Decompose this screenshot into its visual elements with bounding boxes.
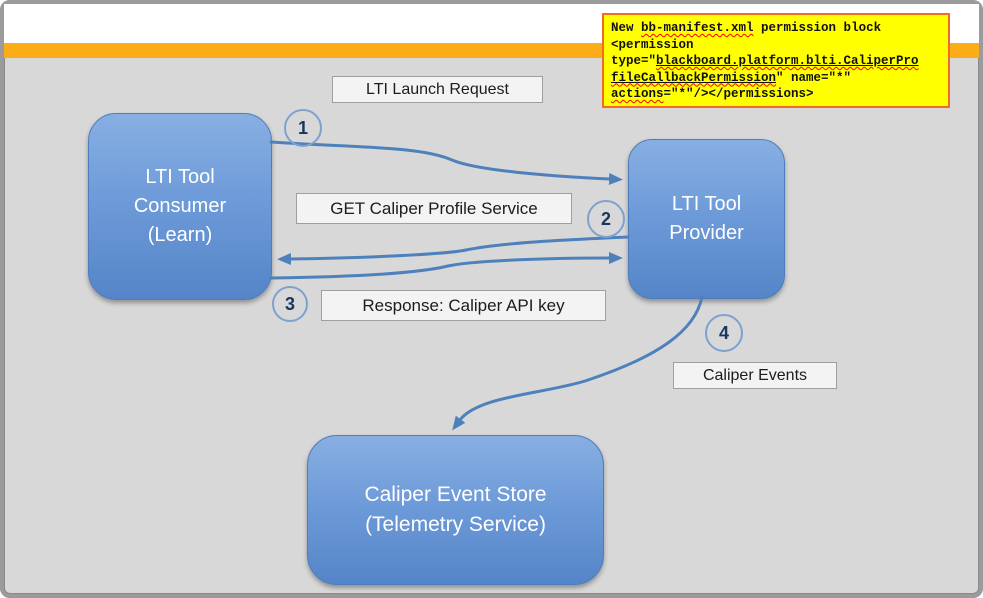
- node-label-line: LTI Tool: [671, 193, 742, 215]
- step-number-2: 2: [587, 200, 625, 238]
- node-lti-tool-provider: LTI Tool Provider: [628, 139, 785, 299]
- node-label-line: LTI Tool: [145, 166, 215, 188]
- node-label-line: (Learn): [147, 224, 213, 246]
- note-code-line: actions="*"/></permissions>: [611, 87, 814, 101]
- node-label-line: Caliper Event Store: [364, 483, 547, 506]
- arrow-3-response-api-key: [277, 235, 630, 265]
- node-label-line: (Telemetry Service): [365, 513, 546, 536]
- arrow-1-lti-launch-request: [269, 140, 623, 185]
- node-lti-tool-consumer: LTI Tool Consumer (Learn): [88, 113, 272, 300]
- node-label-line: Consumer: [133, 195, 227, 217]
- manifest-permission-note: New bb-manifest.xml permission block <pe…: [602, 13, 950, 108]
- node-label-line: Provider: [669, 222, 744, 244]
- step-label-get-caliper-profile: GET Caliper Profile Service: [296, 193, 572, 224]
- note-code-line: fileCallbackPermission" name="*": [611, 70, 852, 85]
- step-number-1: 1: [284, 109, 322, 147]
- step-number-4: 4: [705, 314, 743, 352]
- node-caliper-event-store: Caliper Event Store (Telemetry Service): [307, 435, 604, 585]
- note-title-line: New bb-manifest.xml permission block: [611, 21, 882, 35]
- step-label-response-api-key: Response: Caliper API key: [321, 290, 606, 321]
- note-code-line: <permission: [611, 37, 694, 52]
- step-label-lti-launch-request: LTI Launch Request: [332, 76, 543, 103]
- step-number-3: 3: [272, 286, 308, 322]
- note-code-line: type="blackboard.platform.blti.CaliperPr…: [611, 54, 919, 68]
- step-label-caliper-events: Caliper Events: [673, 362, 837, 389]
- arrow-2-get-caliper-profile: [269, 252, 623, 280]
